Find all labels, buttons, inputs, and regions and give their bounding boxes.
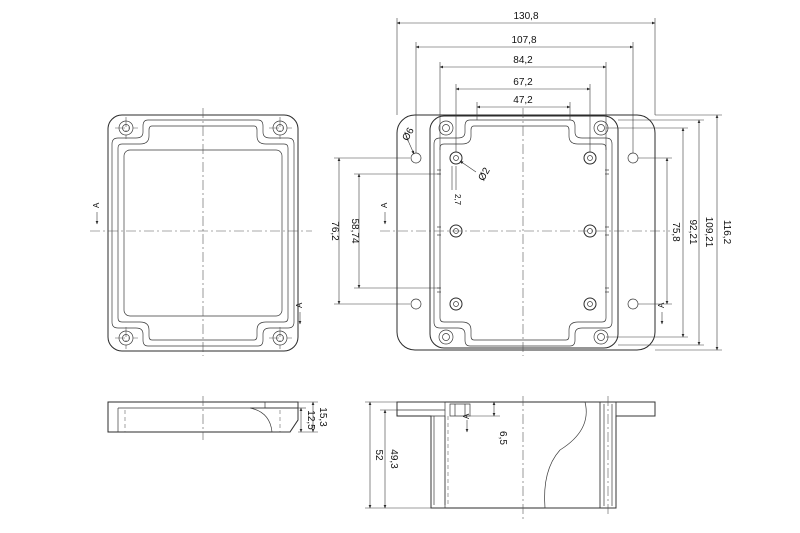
hole-callouts: Ø6 Ø2 2,7 <box>401 126 493 206</box>
dim-box-height: 52 <box>373 449 384 461</box>
svg-text:A: A <box>380 202 389 208</box>
dim-lid-height: 15,3 <box>317 407 328 427</box>
dim-height-left-inner: 58,74 <box>349 218 360 243</box>
dim-width-holes-inner: 67,2 <box>513 77 533 88</box>
dim-box-inner: 49,3 <box>388 449 399 469</box>
lid-section-view: 15,3 12,5 <box>107 396 328 440</box>
dim-lid-inner: 12,5 <box>305 410 316 430</box>
dim-height-left-outer: 76,2 <box>329 221 340 241</box>
dim-rib-height: 6,5 <box>497 431 508 445</box>
vertical-dimensions-right: 116,2 109,21 92,21 75,8 <box>606 114 732 351</box>
dim-hole-small: Ø2 <box>477 166 493 183</box>
side-section-mark: A <box>462 413 471 433</box>
dim-height-holes: 92,21 <box>687 219 698 244</box>
base-top-view: A A <box>380 108 670 356</box>
dim-height-inner: 75,8 <box>670 222 681 242</box>
dim-width-mount: 107,8 <box>511 35 536 46</box>
lid-section-mark-left: A <box>92 202 101 225</box>
svg-text:A: A <box>92 202 101 208</box>
dim-boss-offset: 2,7 <box>453 194 462 206</box>
base-section-mark-left: A <box>380 202 389 225</box>
lid-top-view: A A <box>90 108 312 356</box>
base-section-view: A 6,5 52 49,3 <box>365 396 656 522</box>
lid-section-mark-right: A <box>295 302 304 325</box>
dim-height-overall: 116,2 <box>721 220 732 245</box>
dim-height-mount: 109,21 <box>703 217 714 248</box>
svg-text:A: A <box>657 302 666 308</box>
svg-text:A: A <box>295 302 304 308</box>
svg-text:A: A <box>462 413 471 419</box>
dim-width-overall: 130,8 <box>513 11 538 22</box>
dim-width-pcb: 47,2 <box>513 95 533 106</box>
dim-hole-large: Ø6 <box>401 126 417 143</box>
dim-width-holes-outer: 84,2 <box>513 55 533 66</box>
base-section-mark-right: A <box>657 302 666 325</box>
base-corner-screws <box>438 120 609 345</box>
vertical-dimensions-left: 76,2 58,74 <box>329 157 440 305</box>
horizontal-dimensions: 130,8 107,8 84,2 67,2 47,2 <box>396 11 656 153</box>
